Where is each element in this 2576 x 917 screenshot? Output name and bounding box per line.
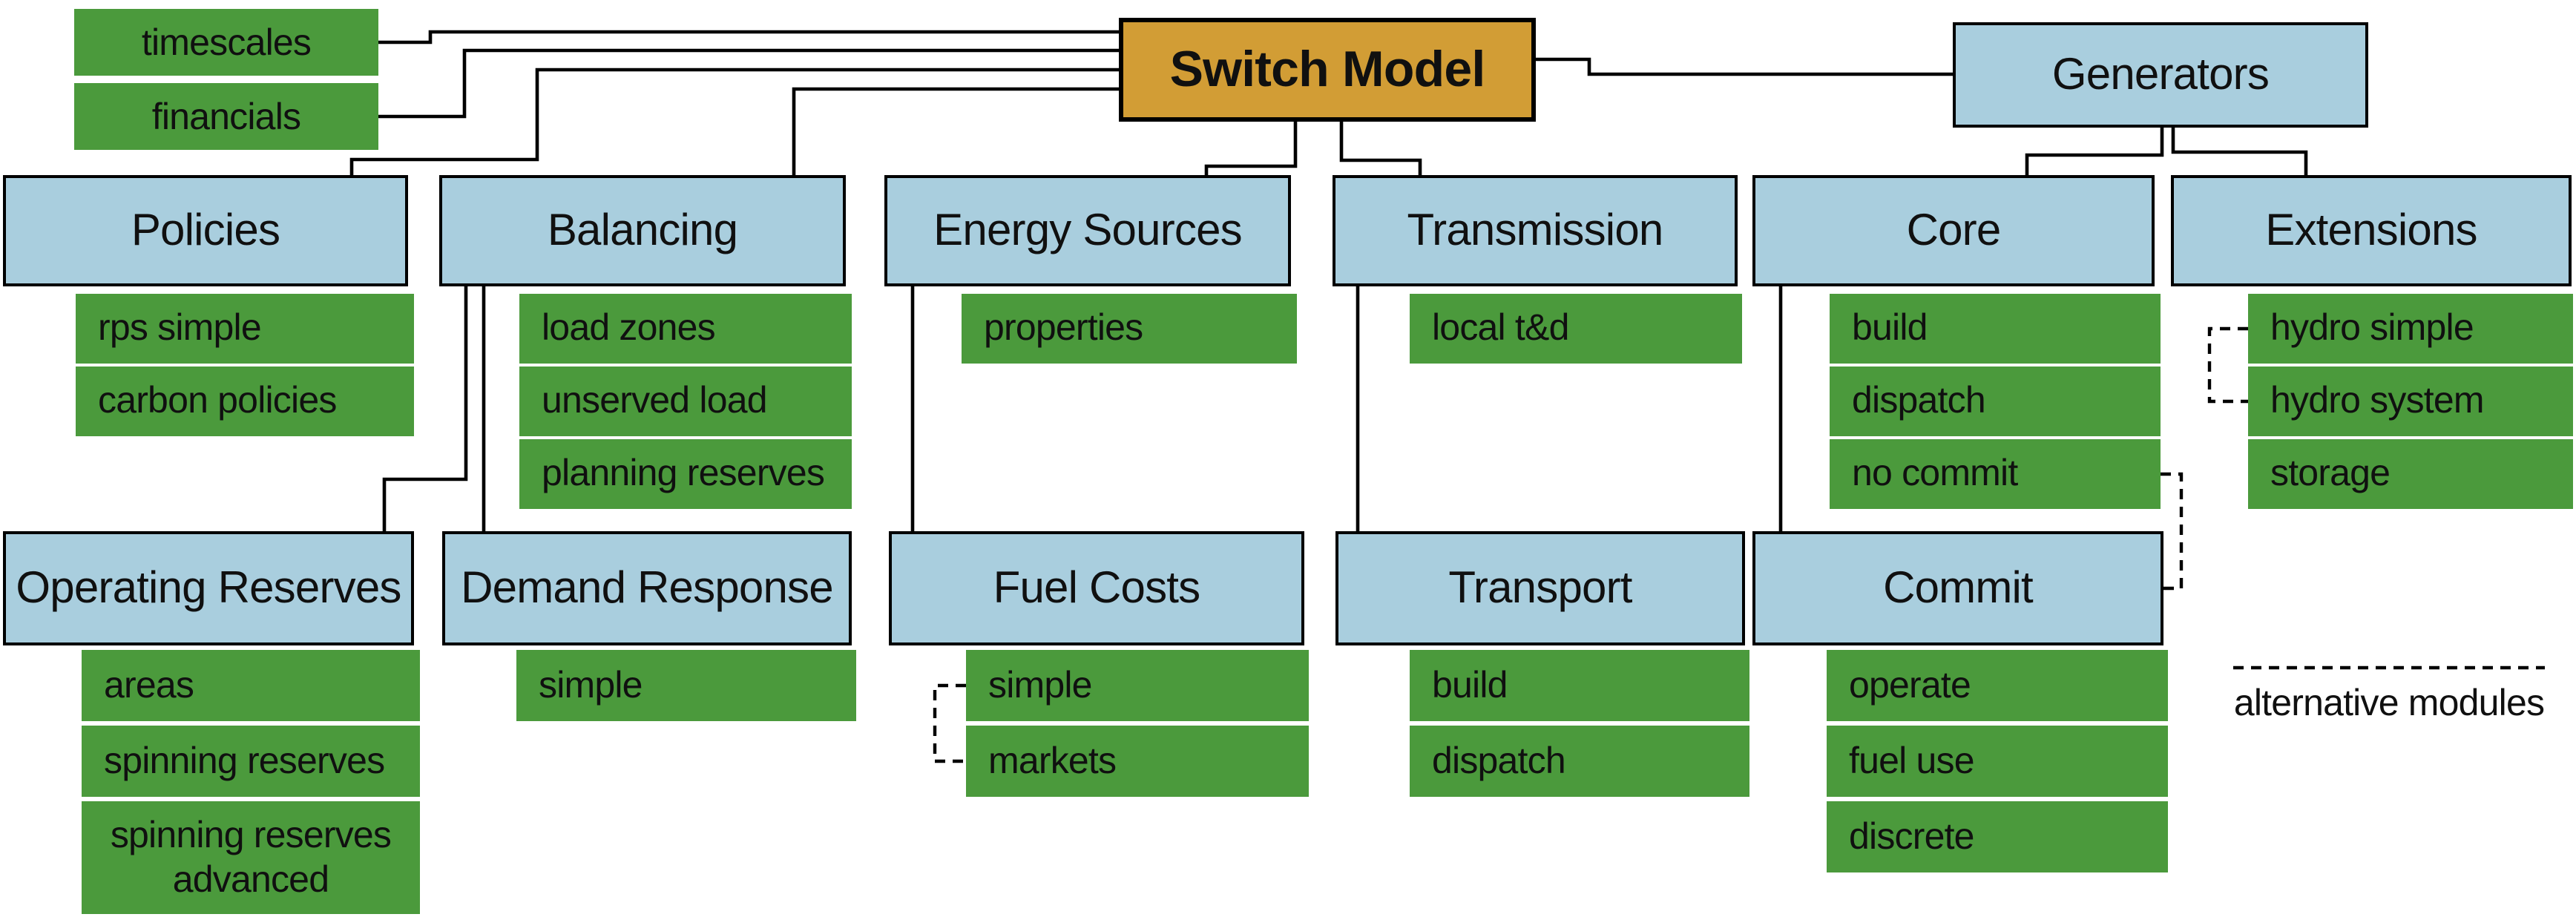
legend-label: alternative modules xyxy=(2233,683,2545,724)
module-load-zones: load zones xyxy=(519,294,852,364)
connector-financials-switch-model xyxy=(378,48,1119,119)
module-unserved-load: unserved load xyxy=(519,367,852,436)
module-transport-dispatch: dispatch xyxy=(1410,726,1749,797)
package-transmission: Transmission xyxy=(1333,175,1738,286)
module-spinning-reserves-advanced: spinning reserves advanced xyxy=(82,801,420,914)
package-extensions: Extensions xyxy=(2171,175,2572,286)
module-financials: financials xyxy=(74,83,378,150)
module-fuel-costs-markets: markets xyxy=(966,726,1309,797)
package-fuel-costs: Fuel Costs xyxy=(889,531,1304,645)
connector-switch-model-transmission xyxy=(1339,122,1422,175)
module-timescales: timescales xyxy=(74,9,378,76)
package-demand-response: Demand Response xyxy=(442,531,852,645)
module-core-dispatch: dispatch xyxy=(1830,367,2161,436)
connector-switch-model-policies xyxy=(349,68,1119,175)
module-properties: properties xyxy=(962,294,1297,364)
module-spinning-reserves: spinning reserves xyxy=(82,726,420,797)
root-switch-model: Switch Model xyxy=(1119,18,1536,122)
module-no-commit: no commit xyxy=(1830,439,2161,509)
package-transport: Transport xyxy=(1335,531,1745,645)
connector-switch-model-generators xyxy=(1536,57,1953,76)
module-fuel-use: fuel use xyxy=(1827,726,2168,797)
connector-balancing-operating-reserves xyxy=(382,286,468,531)
module-hydro-system: hydro system xyxy=(2248,367,2573,436)
module-transport-build: build xyxy=(1410,650,1749,721)
module-operate: operate xyxy=(1827,650,2168,721)
connector-generators-core xyxy=(2025,128,2164,175)
module-core-build: build xyxy=(1830,294,2161,364)
package-core: Core xyxy=(1752,175,2155,286)
module-fuel-costs-simple: simple xyxy=(966,650,1309,721)
alternative-link-no-commit-commit xyxy=(2161,472,2184,591)
module-discrete: discrete xyxy=(1827,801,2168,872)
connector-switch-model-balancing xyxy=(792,87,1119,175)
connector-generators-extensions xyxy=(2171,128,2308,175)
module-local-td: local t&d xyxy=(1410,294,1742,364)
module-areas: areas xyxy=(82,650,420,721)
module-carbon-policies: carbon policies xyxy=(76,367,414,436)
module-planning-reserves: planning reserves xyxy=(519,439,852,509)
module-rps-simple: rps simple xyxy=(76,294,414,364)
package-operating-reserves: Operating Reserves xyxy=(3,531,414,645)
module-hydro-simple: hydro simple xyxy=(2248,294,2573,364)
connector-timescales-switch-model xyxy=(378,30,1119,45)
module-demand-response-simple: simple xyxy=(516,650,856,721)
alternative-link-hydro-simple-hydro-system xyxy=(2207,326,2248,404)
alternative-link-fuel-costs-simple-markets xyxy=(933,683,966,763)
package-generators: Generators xyxy=(1953,22,2368,128)
package-energy-sources: Energy Sources xyxy=(884,175,1291,286)
package-balancing: Balancing xyxy=(439,175,846,286)
package-policies: Policies xyxy=(3,175,408,286)
connector-switch-model-energy-sources xyxy=(1204,122,1298,175)
package-commit: Commit xyxy=(1752,531,2163,645)
module-storage: storage xyxy=(2248,439,2573,509)
